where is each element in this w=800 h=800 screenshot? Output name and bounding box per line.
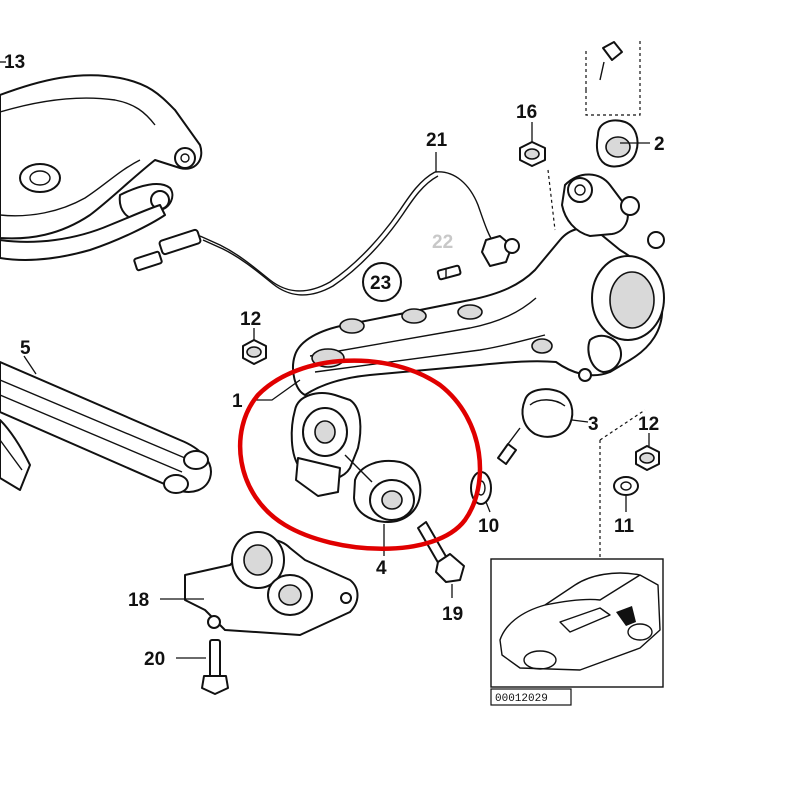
label-2: 2 [654, 134, 665, 155]
label-12-right: 12 [638, 414, 659, 435]
part-labels: 13 21 16 2 22 23 12 5 1 3 12 10 11 4 18 … [4, 52, 665, 670]
label-1: 1 [232, 391, 243, 412]
nut-16 [519, 141, 546, 167]
label-5: 5 [20, 338, 31, 359]
label-10: 10 [478, 516, 499, 537]
screw-22 [436, 264, 462, 281]
nut-12-left [242, 339, 267, 365]
label-16: 16 [516, 102, 537, 123]
leader-lines [0, 61, 650, 659]
label-18: 18 [128, 590, 149, 611]
wheel-speed-sensor-cable [133, 171, 520, 296]
nut-12-right [635, 445, 660, 471]
label-21: 21 [426, 130, 448, 151]
diagram-reference-number: 00012029 [495, 693, 548, 705]
label-23-circle [362, 262, 402, 302]
cross-member-5 [0, 361, 212, 494]
car-inset: 00012029 [490, 558, 664, 706]
label-13: 13 [4, 52, 25, 73]
bolt-20 [201, 639, 229, 695]
label-3: 3 [588, 414, 599, 435]
label-22: 22 [432, 232, 453, 253]
highlighted-area-icon [616, 606, 636, 626]
bushing-housing [290, 392, 362, 497]
label-4: 4 [376, 558, 387, 579]
label-23: 23 [370, 273, 391, 294]
label-19: 19 [442, 604, 463, 625]
highlight-circle [238, 358, 483, 551]
bushing-4 [344, 454, 422, 523]
bolt-19 [417, 521, 465, 583]
rear-subframe [0, 74, 203, 261]
washer-11 [613, 476, 639, 496]
label-12-left: 12 [240, 309, 261, 330]
mount-bracket-18 [184, 531, 359, 636]
dashed-guide-right [599, 409, 646, 560]
label-11: 11 [614, 516, 635, 537]
rubber-mount-3 [497, 388, 574, 465]
rubber-mount-2 [547, 40, 641, 231]
label-20: 20 [144, 649, 165, 670]
